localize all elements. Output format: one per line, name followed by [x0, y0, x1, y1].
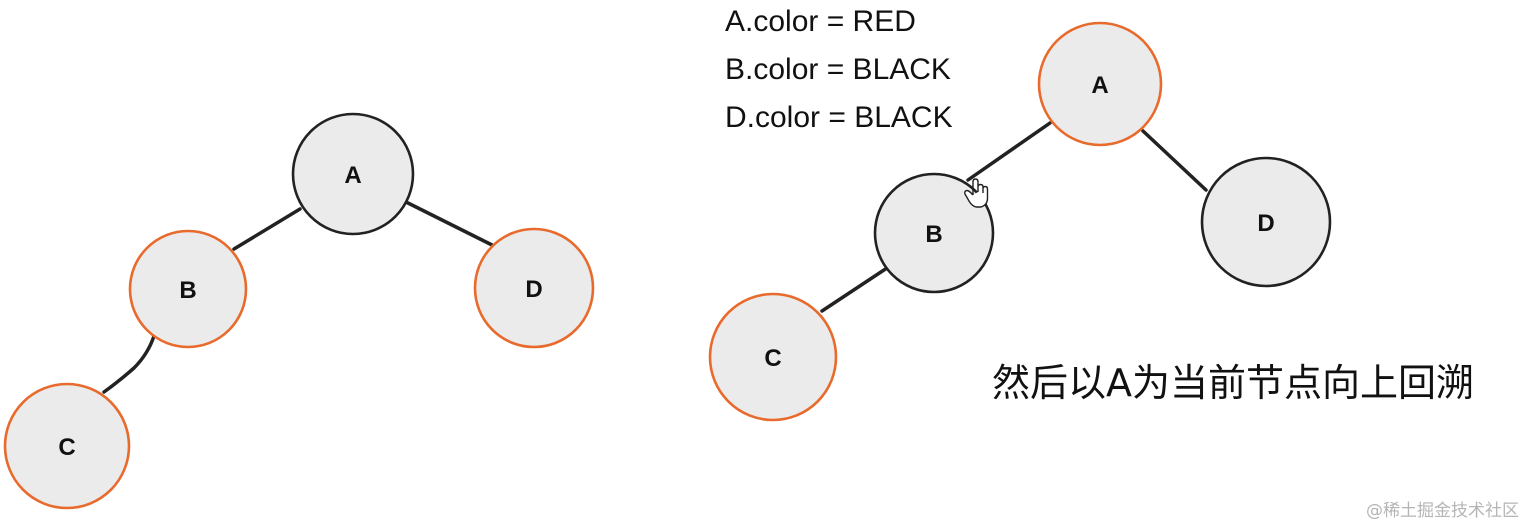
right-node-a: A [1037, 21, 1163, 147]
left-node-d-circle [473, 227, 595, 349]
right-node-b-circle [873, 172, 995, 294]
code-line-b-color: B.color = BLACK [725, 53, 951, 86]
right-node-c-label: C [764, 345, 781, 372]
left-edge-a-d [406, 201, 496, 248]
left-node-a: A [291, 112, 415, 236]
left-node-a-label: A [344, 162, 361, 189]
right-node-c-circle [708, 292, 838, 422]
right-node-b: B [873, 172, 995, 294]
left-node-c-label: C [58, 434, 75, 461]
right-node-d: D [1200, 156, 1332, 288]
code-line-a-color: A.color = RED [725, 5, 916, 38]
left-node-a-circle [291, 112, 415, 236]
left-node-b-label: B [179, 277, 196, 304]
caption-text: 然后以A为当前节点向上回溯 [992, 361, 1474, 405]
left-node-d-label: D [525, 276, 542, 303]
right-node-c: C [708, 292, 838, 422]
left-edge-b-c [102, 334, 156, 394]
left-node-c-circle [3, 382, 131, 510]
hand-pointer-icon [964, 178, 989, 208]
left-edge-a-b [232, 207, 302, 251]
watermark-text: @稀土掘金技术社区 [1366, 501, 1519, 521]
right-node-d-circle [1200, 156, 1332, 288]
right-node-d-label: D [1257, 210, 1274, 237]
left-node-d: D [473, 227, 595, 349]
right-tree: A B D C [708, 21, 1332, 422]
right-node-b-label: B [925, 221, 942, 248]
right-edge-a-d [1141, 129, 1208, 192]
left-tree: A B D C [3, 112, 595, 510]
code-line-d-color: D.color = BLACK [725, 101, 953, 134]
right-edge-a-b [966, 121, 1052, 182]
left-node-c: C [3, 382, 131, 510]
right-node-a-label: A [1091, 72, 1108, 99]
right-node-a-circle [1037, 21, 1163, 147]
left-node-b-circle [128, 229, 248, 349]
left-node-b: B [128, 229, 248, 349]
right-edge-b-c [820, 266, 889, 313]
